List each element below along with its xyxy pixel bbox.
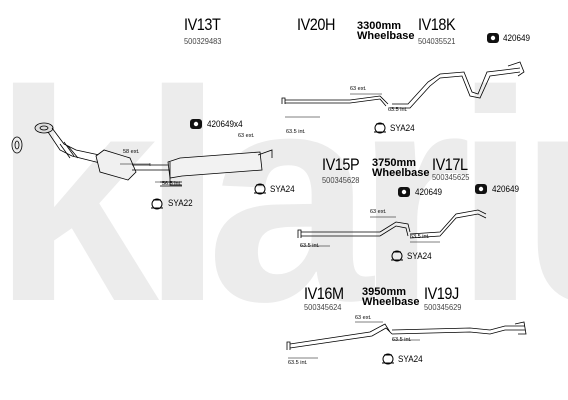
config-code-iv20h: IV20H xyxy=(297,15,336,34)
dim-63-int-mid-left: 63.5 int. xyxy=(300,243,320,249)
tailpipe-iv19j xyxy=(286,321,527,359)
part-label-sya24-bottom: SYA24 xyxy=(398,354,423,364)
dim-63-int-bottom-left: 63.5 int. xyxy=(288,360,308,366)
wheelbase-3950-length: 3950mm xyxy=(362,286,407,298)
mount-icon-top xyxy=(487,33,499,43)
dim-63-ext-bottom: 63 ext. xyxy=(355,315,372,321)
config-code-iv19j: IV19J xyxy=(424,284,459,303)
wheelbase-3750: 3750mm Wheelbase xyxy=(372,157,430,179)
tailpipe-iv18k xyxy=(281,61,525,118)
part-label-mount-mid-left: 420649 xyxy=(415,187,443,197)
front-pipe-catalyst xyxy=(34,122,170,181)
part-label-mount-x4: 420649x4 xyxy=(207,119,243,129)
mount-icon-mid-left xyxy=(398,187,410,197)
part-number-iv16m: 500345624 xyxy=(304,302,342,312)
part-number-iv15p: 500345628 xyxy=(322,175,360,185)
part-number-iv18k: 504035521 xyxy=(418,36,456,46)
mount-icon-mid-right xyxy=(475,184,487,194)
part-label-sya24-top: SYA24 xyxy=(390,123,415,133)
dim-56-int: 56.5 int. xyxy=(162,181,182,187)
wheelbase-3300-word: Wheelbase xyxy=(357,30,415,42)
part-number-iv19j: 500345629 xyxy=(424,302,462,312)
dim-63-int-top-right: 63.5 int. xyxy=(388,107,408,113)
part-number-iv13t: 500329483 xyxy=(184,36,222,46)
clamp-icon-sya24-top xyxy=(374,122,386,134)
part-label-mount-mid-right: 420649 xyxy=(492,184,520,194)
mount-icon-x4 xyxy=(190,119,202,129)
dim-63-ext-mid: 63 ext. xyxy=(370,209,387,215)
tailpipe-iv17l xyxy=(297,209,487,247)
wheelbase-3750-length: 3750mm xyxy=(372,157,417,169)
dim-58-ext: 58 ext. xyxy=(123,149,140,155)
part-label-sya24-front: SYA24 xyxy=(270,184,295,194)
wheelbase-3300: 3300mm Wheelbase xyxy=(357,20,415,42)
part-label-mount-top: 420649 xyxy=(503,33,531,43)
wheelbase-3950: 3950mm Wheelbase xyxy=(362,286,420,308)
config-code-iv13t: IV13T xyxy=(184,15,221,34)
dim-63-int-mid-right: 63.5 int. xyxy=(410,234,430,240)
watermark-text: klarius xyxy=(0,28,568,364)
part-label-sya22: SYA22 xyxy=(168,198,193,208)
wheelbase-3300-length: 3300mm xyxy=(357,20,402,32)
config-code-iv17l: IV17L xyxy=(432,155,468,174)
dim-63-ext-top: 63 ext. xyxy=(350,86,367,92)
wheelbase-3750-word: Wheelbase xyxy=(372,167,430,179)
config-code-iv18k: IV18K xyxy=(418,15,456,34)
config-code-iv16m: IV16M xyxy=(304,284,344,303)
clamp-icon-sya22 xyxy=(151,198,163,210)
wheelbase-3950-word: Wheelbase xyxy=(362,296,420,308)
clamp-icon-sya24-front xyxy=(254,183,266,195)
front-clamp-ring xyxy=(11,136,23,154)
dim-63-ext-front: 63 ext. xyxy=(238,133,255,139)
dim-63-int-top-left: 63.5 int. xyxy=(286,129,306,135)
clamp-icon-sya24-mid xyxy=(391,250,403,262)
part-label-sya24-mid: SYA24 xyxy=(407,251,432,261)
dim-63-int-bottom-right: 63.5 int. xyxy=(392,337,412,343)
config-code-iv15p: IV15P xyxy=(322,155,360,174)
clamp-icon-sya24-bottom xyxy=(382,353,394,365)
part-number-iv17l: 500345625 xyxy=(432,172,470,182)
rear-silencer xyxy=(155,149,273,187)
